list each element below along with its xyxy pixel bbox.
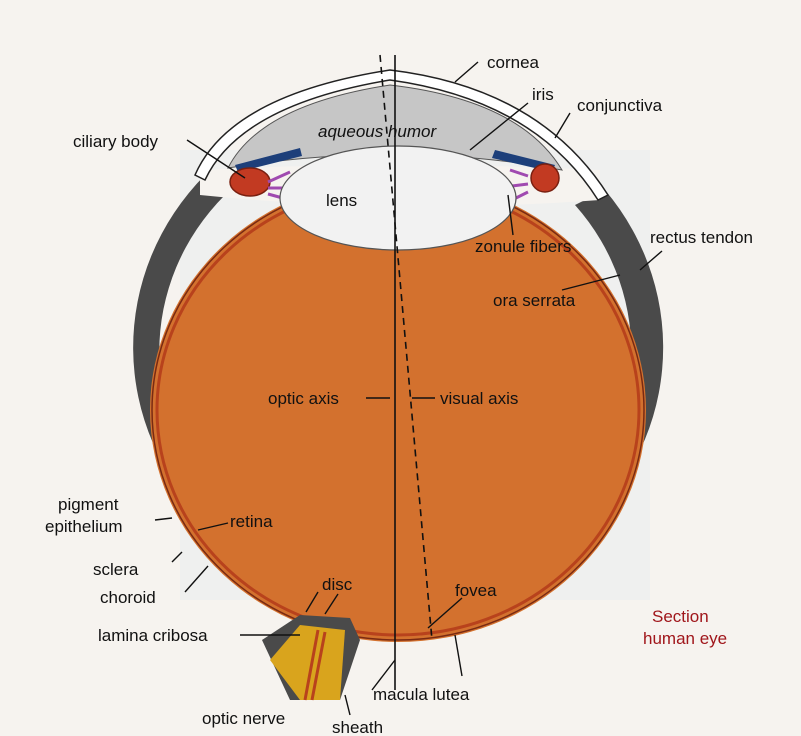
label-ciliary-body: ciliary body [73,132,159,151]
label-macula-lutea: macula lutea [373,685,470,704]
label-fovea: fovea [455,581,497,600]
label-zonule-fibers: zonule fibers [475,237,571,256]
label-optic-nerve: optic nerve [202,709,285,728]
label-choroid: choroid [100,588,156,607]
label-pigment: pigment [58,495,119,514]
label-cornea: cornea [487,53,540,72]
label-conjunctiva: conjunctiva [577,96,663,115]
label-optic-axis: optic axis [268,389,339,408]
ciliary-body-right [531,164,559,192]
label-iris: iris [532,85,554,104]
label-visual-axis: visual axis [440,389,518,408]
label-rectus-tendon: rectus tendon [650,228,753,247]
label-retina: retina [230,512,273,531]
label-lens: lens [326,191,357,210]
label-epithelium: epithelium [45,517,123,536]
label-ora-serrata: ora serrata [493,291,576,310]
label-aqueous-humor: aqueous humor [318,122,437,141]
caption-line2: human eye [643,629,727,648]
label-sheath: sheath [332,718,383,736]
lens-shape [280,146,516,250]
label-sclera: sclera [93,560,139,579]
caption-line1: Section [652,607,709,626]
label-lamina-cribosa: lamina cribosa [98,626,208,645]
label-disc: disc [322,575,353,594]
